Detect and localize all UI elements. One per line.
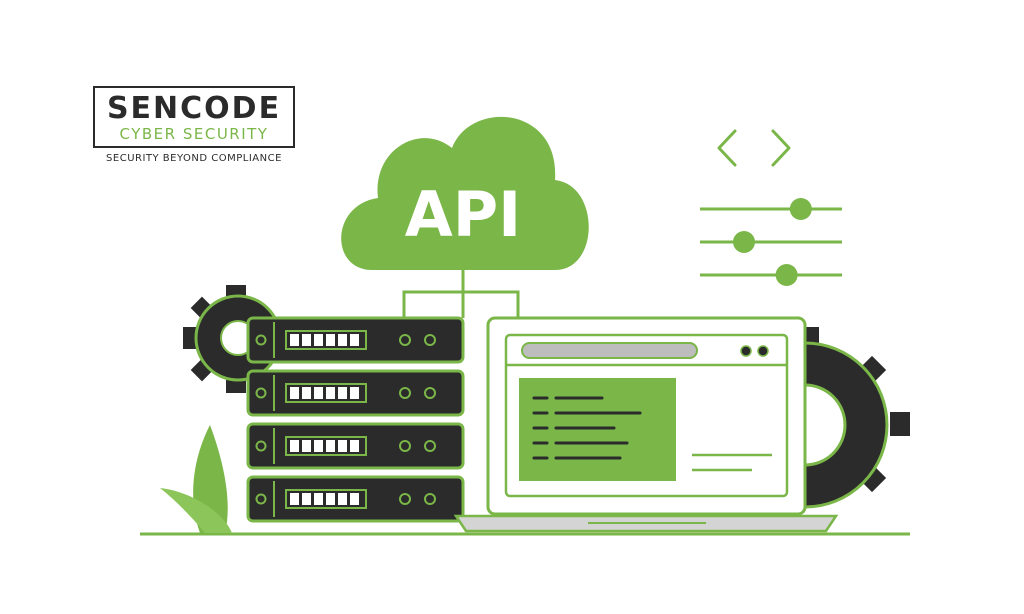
server-rack-icon <box>246 316 465 523</box>
server-unit <box>246 369 465 417</box>
logo: SENCODE CYBER SECURITY <box>93 86 295 148</box>
logo-tagline: SECURITY BEYOND COMPLIANCE <box>106 153 282 164</box>
code-brackets-icon <box>717 129 791 167</box>
server-unit <box>246 475 465 523</box>
logo-name: SENCODE <box>106 91 282 126</box>
slider-knob <box>789 198 812 220</box>
slider-knob <box>775 264 798 286</box>
server-unit <box>246 422 465 470</box>
server-unit <box>246 316 465 364</box>
laptop-icon <box>453 316 839 533</box>
sliders-icon <box>700 198 842 286</box>
slider-knob <box>733 231 756 253</box>
cloud-icon: API <box>341 116 589 270</box>
cloud-label: API <box>405 178 522 251</box>
cloud-connectors <box>402 268 520 318</box>
plant-icon <box>160 425 232 533</box>
logo-subtitle: CYBER SECURITY <box>119 125 269 143</box>
